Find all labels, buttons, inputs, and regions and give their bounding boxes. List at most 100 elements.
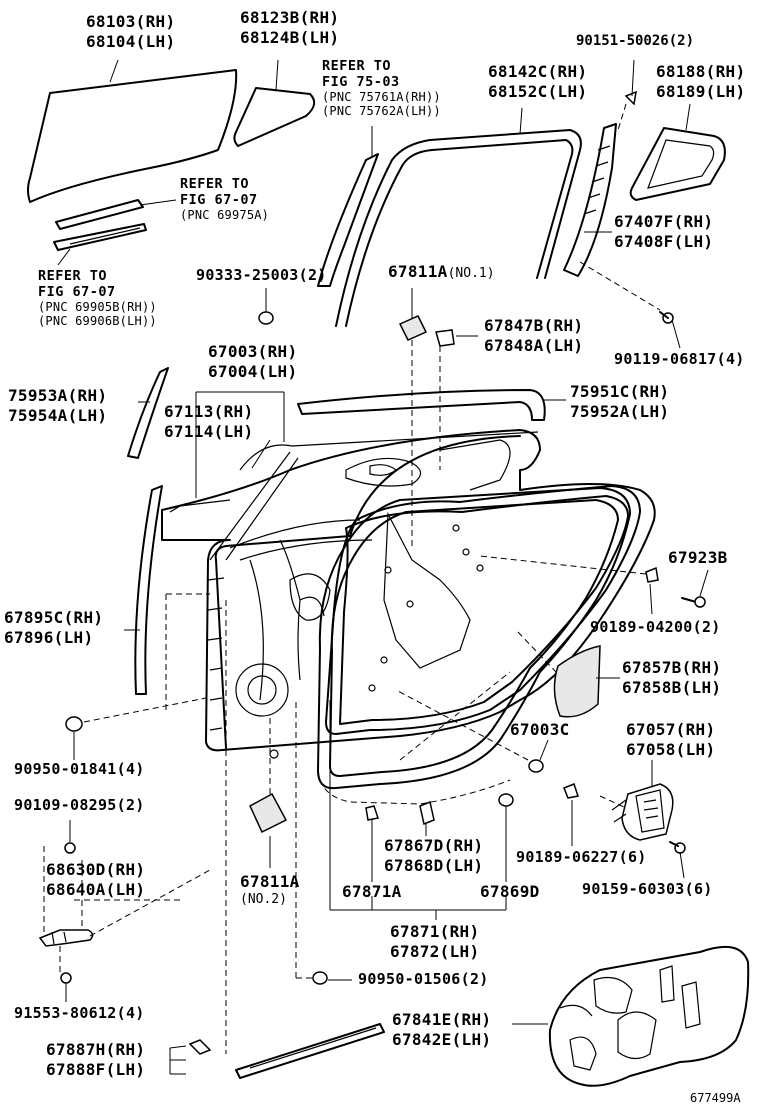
refer-6707b-line4: (PNC 69906B(LH)) [38, 314, 157, 328]
bolt-67923b [479, 555, 709, 615]
refer-6707a-label: REFER TO FIG 67-07 (PNC 69975A) [180, 176, 270, 222]
clip-90151 [617, 59, 637, 131]
bracket-label: 67847B(RH) 67848A(LH) [484, 318, 583, 354]
cover-rh: 67857B(RH) [622, 658, 722, 677]
bolt-90189-a-label: 90189-04200(2) [590, 618, 721, 636]
weatherstrip-shape [317, 487, 631, 805]
door-panel-shape [161, 391, 656, 759]
lock-lh: 67058(LH) [626, 740, 716, 759]
refer-7503-line4: (PNC 75762A(LH)) [322, 104, 441, 118]
plug-90950-01841 [65, 697, 207, 760]
panel-rh: 67003(RH) [208, 342, 298, 361]
run-label: 68142C(RH) 68152C(LH) [488, 64, 587, 100]
seal-label: 67895C(RH) 67896(LH) [4, 610, 103, 646]
vent-glass-label: 68188(RH) 68189(LH) [656, 64, 745, 100]
refer-6707a-line3: (PNC 69975A) [180, 208, 270, 222]
bracket-rh: 67847B(RH) [484, 316, 584, 335]
bracket-67847b [435, 329, 478, 470]
screw-90119-label: 90119-06817(4) [614, 350, 745, 368]
plug-90333 [258, 288, 274, 325]
belt-75953a [127, 367, 169, 459]
weatherstrip-clips [329, 700, 514, 920]
refer-6707a-line1: REFER TO [180, 176, 250, 192]
hole-cover-no2 [249, 718, 288, 868]
weather-assy-label: 67871(RH) 67872(LH) [390, 924, 479, 960]
service-hole-lh: 67842E(LH) [392, 1030, 492, 1049]
weatherstrip-rh: 67867D(RH) [384, 836, 484, 855]
weather-assy-lh: 67872(LH) [390, 942, 480, 961]
frame-lh: 67114(LH) [164, 422, 254, 441]
hole-cover-2-label: 67811A (NO.2) [240, 872, 300, 907]
run-lh: 68152C(LH) [488, 82, 588, 101]
door-check [38, 820, 211, 1002]
frame-label: 67113(RH) 67114(LH) [164, 404, 253, 440]
refer-7503-label: REFER TO FIG 75-03 (PNC 75761A(RH)) (PNC… [322, 59, 441, 118]
refer-7503-line3: (PNC 75761A(RH)) [322, 90, 441, 104]
seal-67895c [124, 485, 163, 695]
clip-90151-label: 90151-50026(2) [576, 33, 695, 49]
diagram-id: 677499A [690, 1091, 741, 1105]
refer-6707b-line1: REFER TO [38, 268, 108, 284]
cover-lh: 67858B(LH) [622, 678, 722, 697]
hole-cover-1-label: 67811A(NO.1) [388, 264, 495, 281]
clip-67871a-label: 67871A [342, 882, 402, 901]
bolt-91553-label: 91553-80612(4) [14, 1004, 145, 1022]
glass-rh: 68103(RH) [86, 12, 176, 31]
belt-moulding-shape [297, 389, 566, 421]
weatherstrip-label: 67867D(RH) 67868D(LH) [384, 838, 483, 874]
door-glass-shape [27, 59, 238, 203]
lock-rh: 67057(RH) [626, 720, 716, 739]
belt-lh: 75954A(LH) [8, 406, 108, 425]
seal-lh: 67896(LH) [4, 628, 94, 647]
clip-67869d-label: 67869D [480, 882, 540, 901]
vent-glass-rh: 68188(RH) [656, 62, 746, 81]
hole-cover-1-note: (NO.1) [447, 266, 495, 281]
screw-90159 [669, 841, 686, 879]
refer-6707b-label: REFER TO FIG 67-07 (PNC 69905B(RH)) (PNC… [38, 268, 157, 328]
run-rh: 68142C(RH) [488, 62, 588, 81]
quarter-glass-label: 68123B(RH) 68124B(LH) [240, 10, 339, 46]
belt-label: 75953A(RH) 75954A(LH) [8, 388, 107, 424]
refer-6707b-line3: (PNC 69905B(RH)) [38, 300, 157, 314]
bolt-90189-b-label: 90189-06227(6) [516, 848, 647, 866]
plug-90950-b-label: 90950-01506(2) [358, 970, 489, 988]
moulding-label: 75951C(RH) 75952A(LH) [570, 384, 669, 420]
rear-channel-shape [317, 126, 379, 287]
belt-rh: 75953A(RH) [8, 386, 108, 405]
service-hole-cover [512, 945, 750, 1087]
hole-cover-no1 [398, 288, 428, 548]
service-hole-rh: 67841E(RH) [392, 1010, 492, 1029]
screw-90109-label: 90109-08295(2) [14, 796, 145, 814]
vent-glass-lh: 68189(LH) [656, 82, 746, 101]
glass-lh: 68104(LH) [86, 32, 176, 51]
division-bar-shape [563, 123, 661, 311]
plug-90950-a-label: 90950-01841(4) [14, 760, 145, 778]
plug-90950-01506 [295, 700, 352, 985]
plug-67003c [395, 689, 549, 773]
screw-90159-label: 90159-60303(6) [582, 880, 713, 898]
vent-glass-shape [629, 103, 726, 201]
hole-cover-2-code: 67811A [240, 872, 300, 891]
lock-label: 67057(RH) 67058(LH) [626, 722, 715, 758]
refer-6707a-line2: FIG 67-07 [180, 191, 258, 208]
quarter-glass-lh: 68124B(LH) [240, 28, 340, 47]
refer-6707b-line2: FIG 67-07 [38, 283, 116, 300]
plug-90333-label: 90333-25003(2) [196, 266, 327, 284]
refer-7503-line2: FIG 75-03 [322, 73, 400, 90]
service-hole-label: 67841E(RH) 67842E(LH) [392, 1012, 491, 1048]
cover-67857b [517, 631, 620, 718]
check-rh: 68630D(RH) [46, 860, 146, 879]
weather-assy-rh: 67871(RH) [390, 922, 480, 941]
division-bar-rh: 67407F(RH) [614, 212, 714, 231]
panel-lh: 67004(LH) [208, 362, 298, 381]
lower-strip-shape [165, 593, 385, 1079]
glass-label: 68103(RH) 68104(LH) [86, 14, 175, 50]
division-bar-label: 67407F(RH) 67408F(LH) [614, 214, 713, 250]
lower-strip-lh: 67888F(LH) [46, 1060, 146, 1079]
division-bar-lh: 67408F(LH) [614, 232, 714, 251]
quarter-glass-rh: 68123B(RH) [240, 8, 340, 27]
weatherstrip-lh: 67868D(LH) [384, 856, 484, 875]
bracket-lh: 67848A(LH) [484, 336, 584, 355]
